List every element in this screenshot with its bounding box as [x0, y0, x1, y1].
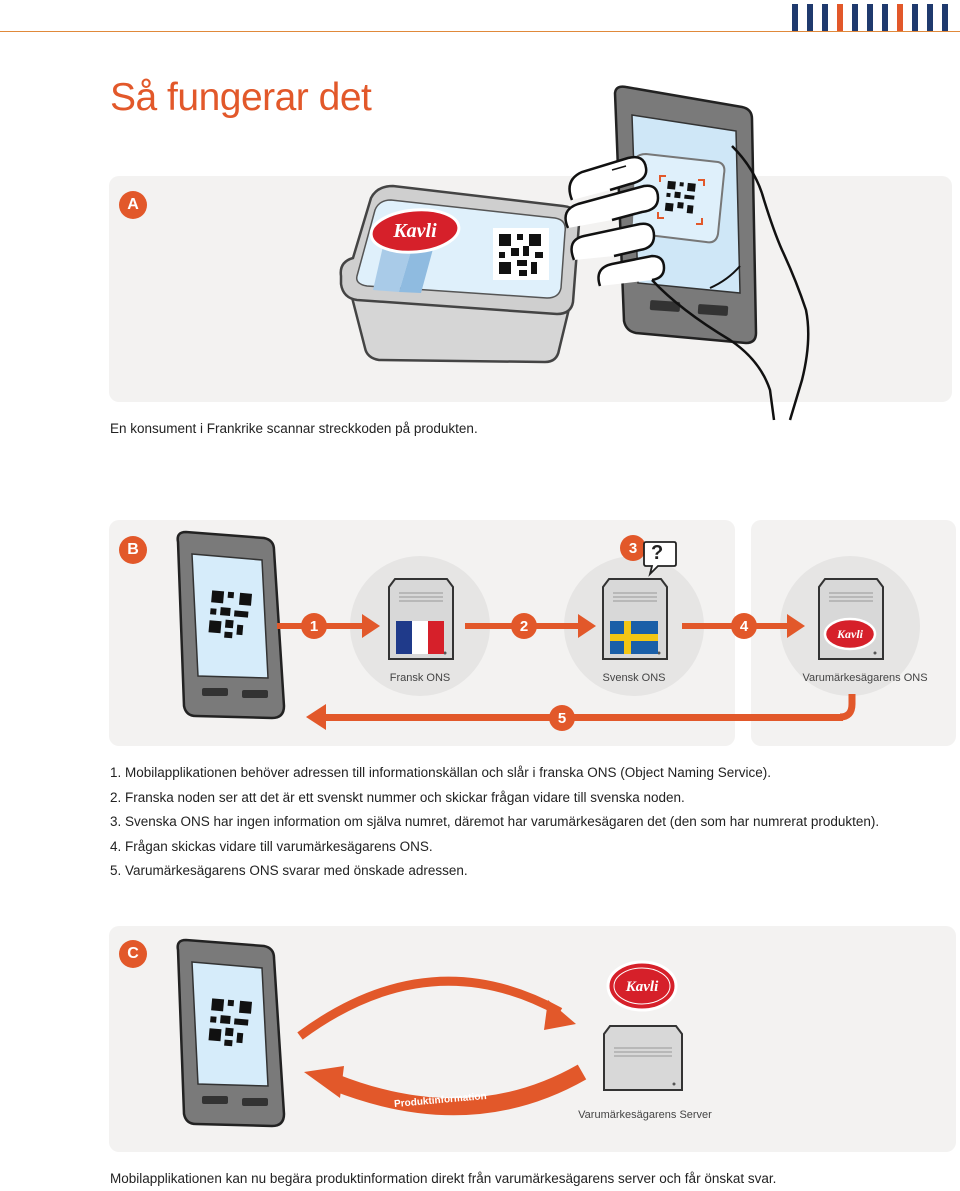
section-b-badge: B: [119, 536, 147, 564]
section-a-caption: En konsument i Frankrike scannar streckk…: [110, 421, 478, 436]
phone-icon: [176, 938, 286, 1128]
brand-stripe: [912, 4, 918, 31]
brand-stripe: [852, 4, 858, 31]
step-3-badge: 3: [620, 535, 646, 561]
list-item: 1. Mobilapplikationen behöver adressen t…: [110, 765, 772, 780]
section-c-badge: C: [119, 940, 147, 968]
qr-code-icon: [493, 228, 549, 280]
server-icon: [603, 1025, 683, 1091]
list-item: 2. Franska noden ser att det är ett sven…: [110, 789, 685, 805]
brand-stripe: [867, 4, 873, 31]
brand-stripes: [792, 4, 957, 31]
section-c-caption: Mobilapplikationen kan nu begära produkt…: [110, 1171, 777, 1186]
kavli-logo-text: Kavli: [625, 979, 659, 995]
step-2-badge: 2: [511, 613, 537, 639]
server-label-fransk: Fransk ONS: [389, 672, 451, 684]
section-a-badge: A: [119, 191, 147, 219]
list-item: 5. Varumärkesägarens ONS svarar med önsk…: [110, 863, 468, 878]
kavli-logo: Kavli: [606, 960, 678, 1012]
server-label-brand-c: Varumärkesägarens Server: [578, 1109, 712, 1121]
brand-stripe: [942, 4, 948, 31]
kavli-logo-text: Kavli: [392, 220, 437, 242]
swedish-flag-icon: [610, 621, 658, 654]
list-item: 4. Frågan skickas vidare till varumärkes…: [110, 838, 433, 854]
hand-icon: [564, 145, 810, 421]
speech-bubble-icon: [643, 541, 677, 577]
brand-stripe: [822, 4, 828, 31]
brand-stripe: [897, 4, 903, 31]
step-1-badge: 1: [301, 613, 327, 639]
kavli-logo: Kavli: [369, 208, 461, 254]
step-4-badge: 4: [731, 613, 757, 639]
question-mark: ?: [651, 542, 664, 564]
brand-stripe: [837, 4, 843, 31]
page-title: Så fungerar det: [110, 76, 372, 119]
section-b-steps-list: 1. Mobilapplikationen behöver adressen t…: [110, 761, 879, 884]
kavli-logo-text: Kavli: [836, 627, 864, 641]
kavli-logo: Kavli: [823, 617, 877, 651]
list-item: 3. Svenska ONS har ingen information om …: [110, 814, 880, 829]
brand-stripe: [807, 4, 813, 31]
step-5-badge: 5: [549, 705, 575, 731]
brand-stripe: [882, 4, 888, 31]
server-label-svensk: Svensk ONS: [602, 672, 666, 684]
phone-icon: [176, 530, 286, 720]
brand-stripe: [792, 4, 798, 31]
phone-scan-view: [630, 152, 726, 244]
brand-stripe: [927, 4, 933, 31]
server-label-brand: Varumärkesägarens ONS: [802, 672, 928, 684]
header-rule: [0, 31, 960, 32]
french-flag-icon: [396, 621, 444, 654]
